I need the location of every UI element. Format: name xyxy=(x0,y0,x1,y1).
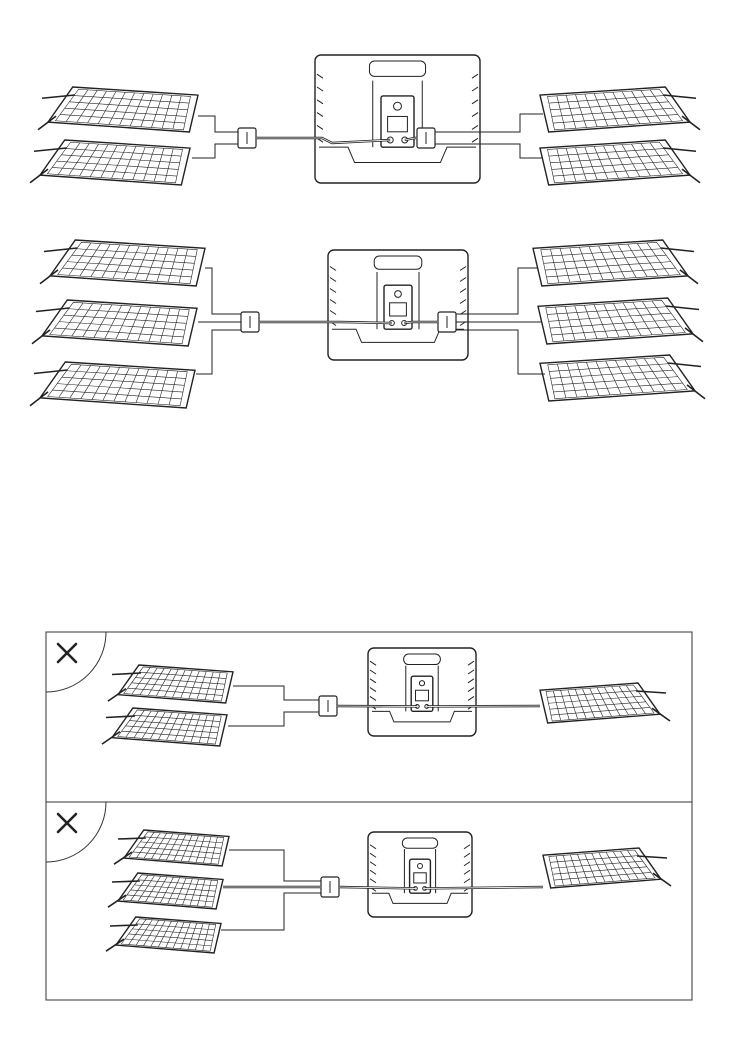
cable xyxy=(228,712,319,726)
y-branch-connector-icon xyxy=(319,696,337,716)
cable xyxy=(192,144,238,158)
solar-panel-icon xyxy=(540,140,700,185)
solar-panel-icon xyxy=(30,362,195,408)
power-station-icon xyxy=(368,832,472,917)
cable xyxy=(198,116,238,132)
solar-panel-icon xyxy=(106,917,221,953)
diagram-three-plus-three xyxy=(30,240,705,408)
y-branch-connector-icon xyxy=(238,128,256,148)
solar-panel-icon xyxy=(38,87,198,132)
solar-panel-icon xyxy=(40,240,205,286)
cable xyxy=(205,268,241,314)
x-mark-icon xyxy=(46,632,106,692)
solar-panel-icon xyxy=(108,665,233,703)
solar-panel-icon xyxy=(538,298,703,344)
solar-panel-icon xyxy=(540,355,705,401)
cable xyxy=(229,850,321,881)
power-station-icon xyxy=(328,250,468,360)
diagram-wrong-three-plus-one xyxy=(46,802,671,953)
cable xyxy=(456,330,545,374)
solar-panel-icon xyxy=(533,240,698,286)
solar-panel-icon xyxy=(543,848,671,888)
cable xyxy=(233,686,319,700)
y-branch-connector-icon xyxy=(417,128,435,148)
solar-panel-icon xyxy=(32,300,197,346)
x-mark-icon xyxy=(46,802,106,862)
power-station-icon xyxy=(315,55,480,183)
y-branch-connector-icon xyxy=(241,312,259,332)
solar-panel-icon xyxy=(30,140,190,185)
solar-panel-icon xyxy=(108,873,223,909)
y-branch-connector-icon xyxy=(321,877,339,897)
diagram-two-plus-two xyxy=(30,55,700,185)
solar-panel-icon xyxy=(114,830,229,866)
solar-panel-icon xyxy=(540,683,670,723)
y-branch-connector-icon xyxy=(438,312,456,332)
diagram-wrong-two-plus-one xyxy=(46,632,670,746)
solar-panel-icon xyxy=(102,708,227,746)
solar-panel-icon xyxy=(540,87,700,132)
power-station-icon xyxy=(368,648,476,736)
cable xyxy=(221,893,321,930)
cable xyxy=(196,330,241,374)
